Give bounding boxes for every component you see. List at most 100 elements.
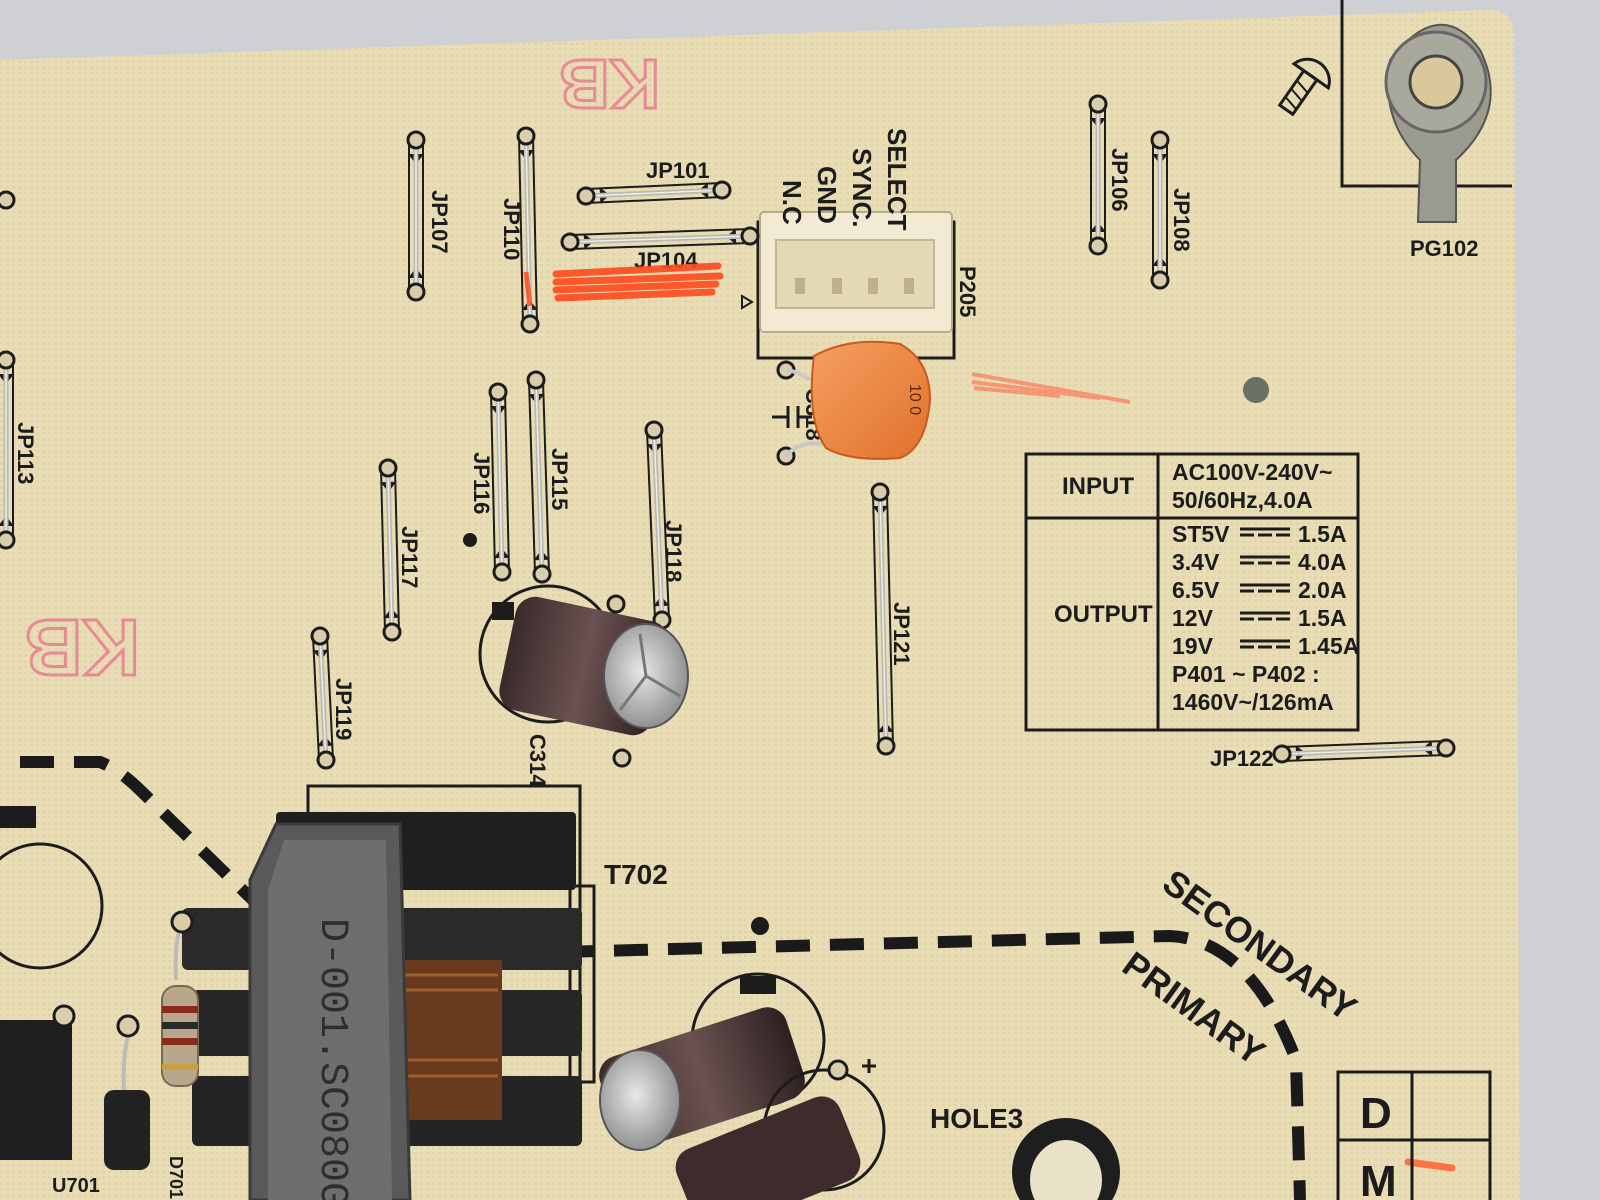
pin1-marker	[741, 294, 754, 310]
transformer-t702	[182, 812, 582, 1200]
spec-table	[1024, 452, 1360, 732]
solder-pad	[0, 530, 16, 550]
solder-pad	[560, 232, 580, 252]
capacitor	[599, 1007, 805, 1151]
solder-pad	[378, 458, 398, 478]
rail-voltage: 19V	[1172, 633, 1214, 659]
jumper-wire	[1088, 94, 1108, 256]
polarity-mark	[492, 602, 514, 620]
solder-pad	[712, 180, 732, 200]
jumper-wire	[576, 180, 732, 206]
connector-pin-label: N.C	[777, 180, 807, 225]
solder-pad	[1150, 130, 1170, 150]
capacitor	[675, 1096, 861, 1200]
solder-pad	[827, 1059, 849, 1081]
component-outline	[0, 842, 104, 970]
marker-stroke	[552, 262, 724, 302]
solder-pad	[492, 562, 512, 582]
solder-blob	[463, 533, 477, 547]
rail-voltage: 6.5V	[1172, 577, 1220, 603]
rail-voltage: 12V	[1172, 605, 1214, 631]
ref-pg102: PG102	[1410, 236, 1479, 261]
connector-pin-label: GND	[812, 166, 842, 224]
jumper-wire	[488, 382, 512, 582]
marking-box	[1336, 1070, 1492, 1200]
jumper-wire	[310, 626, 336, 770]
solder-pad	[612, 748, 632, 768]
ref-jp119: JP119	[331, 678, 356, 740]
spec-extra-line: P401 ~ P402 :	[1172, 661, 1320, 687]
ref-d701: D701	[166, 1156, 186, 1199]
ref-jp113: JP113	[13, 422, 38, 484]
solder-blob	[751, 917, 769, 935]
ref-jp110: JP110	[499, 198, 524, 260]
solder-pad	[406, 282, 426, 302]
ref-hole3: HOLE3	[930, 1103, 1023, 1134]
solder-pad	[606, 594, 626, 614]
ref-jp101: JP101	[646, 158, 710, 183]
dc-symbol-icon	[1240, 583, 1290, 593]
isolation-line	[20, 756, 305, 951]
transformer-marking: D-001.SC080GC	[309, 918, 354, 1200]
jumper-wire	[870, 482, 896, 756]
solder-pad	[170, 910, 194, 934]
capacitor-c314	[499, 596, 689, 736]
solder-pad	[1150, 270, 1170, 290]
ref-jp107: JP107	[427, 190, 452, 254]
polarity-mark	[0, 806, 36, 828]
fiducial	[1243, 377, 1269, 403]
solder-pad	[0, 350, 16, 370]
connector-pin-label: SELECT	[882, 128, 912, 231]
solder-pad	[516, 126, 536, 146]
capacitor-c318	[810, 340, 932, 460]
solder-pad	[520, 314, 540, 334]
solder-pad	[488, 382, 508, 402]
solder-pad	[406, 130, 426, 150]
plus-mark	[862, 1059, 876, 1073]
ref-jp115: JP115	[547, 448, 572, 510]
ref-u701: U701	[52, 1175, 100, 1197]
spec-input-line: AC100V-240V~	[1172, 459, 1332, 485]
solder-pad	[1088, 94, 1108, 114]
marker-stroke	[523, 271, 533, 307]
solder-blob	[0, 190, 16, 210]
ref-jp108: JP108	[1169, 188, 1194, 252]
polarity-mark	[740, 976, 776, 994]
connector-pin-label: SYNC.	[847, 148, 877, 227]
solder-pad	[316, 750, 336, 770]
solder-pad	[644, 420, 664, 440]
dc-symbol-icon	[1240, 611, 1290, 621]
jumper-wire	[560, 226, 760, 252]
cap-marking: 10 0	[906, 384, 923, 415]
kb-mark: KB	[24, 603, 140, 692]
spec-rail-row: 19V 1.45A	[1172, 633, 1359, 659]
jumper-wire	[1272, 738, 1456, 764]
ref-jp106: JP106	[1107, 148, 1132, 212]
rail-voltage: ST5V	[1172, 521, 1230, 547]
cap-lead	[784, 368, 823, 458]
rail-current: 1.45A	[1298, 633, 1359, 659]
mounting-lug	[1384, 24, 1492, 223]
ref-jp121: JP121	[889, 602, 914, 666]
jumper-wire	[644, 420, 672, 630]
solder-pad	[740, 226, 760, 246]
solder-pad	[310, 626, 330, 646]
spec-input-label: INPUT	[1062, 473, 1134, 500]
rail-current: 1.5A	[1298, 605, 1347, 631]
solder-pad	[116, 1014, 140, 1038]
mounting-hole	[1012, 1118, 1120, 1200]
rail-current: 4.0A	[1298, 549, 1347, 575]
jumper-wire	[0, 350, 16, 550]
spec-input-line: 50/60Hz,4.0A	[1172, 487, 1313, 513]
jumper-wire	[1150, 130, 1170, 290]
screw-icon	[1277, 57, 1331, 117]
jumper-wire	[406, 130, 426, 302]
isolation-line	[559, 929, 1306, 1200]
solder-pad	[876, 736, 896, 756]
jumper-wire	[378, 458, 402, 642]
ref-jp118: JP118	[661, 520, 686, 582]
